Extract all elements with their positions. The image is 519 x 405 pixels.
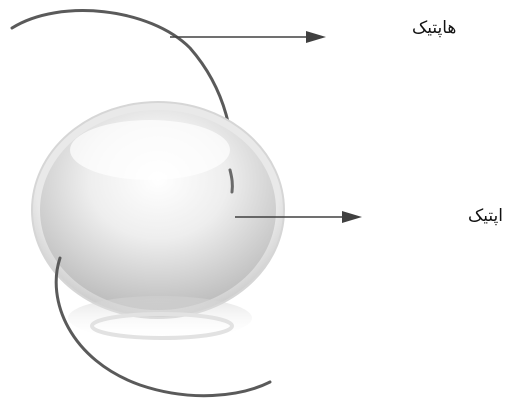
optic-arrow-head — [342, 211, 362, 223]
haptic-label: هاپتیک — [412, 18, 456, 38]
optic-label: اپتیک — [468, 206, 503, 226]
haptic-arrow-head — [306, 31, 326, 43]
optic-highlight — [70, 120, 230, 180]
